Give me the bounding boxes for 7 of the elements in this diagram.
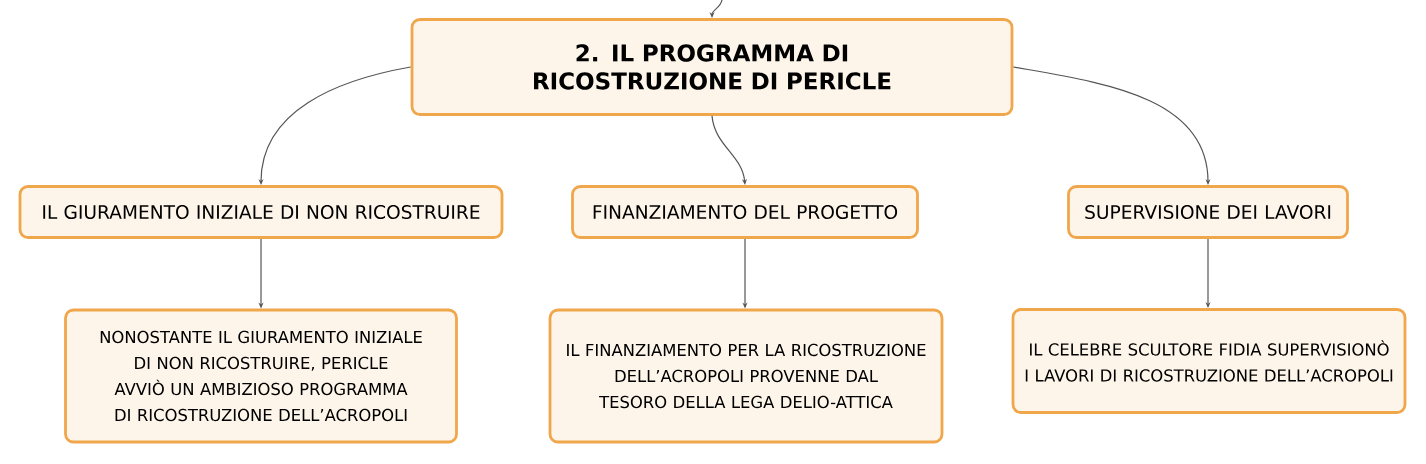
detail-box: IL CELEBRE SCULTORE FIDIA SUPERVISIONÒ I LAVORI DI RICOSTRUZIONE DELL’ACROPOLI: [1011, 308, 1407, 414]
detail-box: IL FINANZIAMENTO PER LA RICOSTRUZIONE DELL’ACROPOLI PROVENNE DAL TESORO DELLA LEGA DELIO-ATTICA: [548, 308, 944, 444]
subtopic-box: SUPERVISIONE DEI LAVORI: [1067, 185, 1349, 239]
topic-box: 2. IL PROGRAMMA DI RICOSTRUZIONE DI PERICLE: [410, 18, 1014, 116]
detail-box: NONOSTANTE IL GIURAMENTO INIZIALE DI NON RICOSTRUIRE, PERICLE AVVIÒ UN AMBIZIOSO PROGRAMMA DI RICOSTRUZIONE DELL’ACROPOLI: [64, 308, 458, 444]
subtopic-box: IL GIURAMENTO INIZIALE DI NON RICOSTRUIRE: [18, 185, 504, 239]
subtopic-box: FINANZIAMENTO DEL PROGETTO: [571, 185, 919, 239]
